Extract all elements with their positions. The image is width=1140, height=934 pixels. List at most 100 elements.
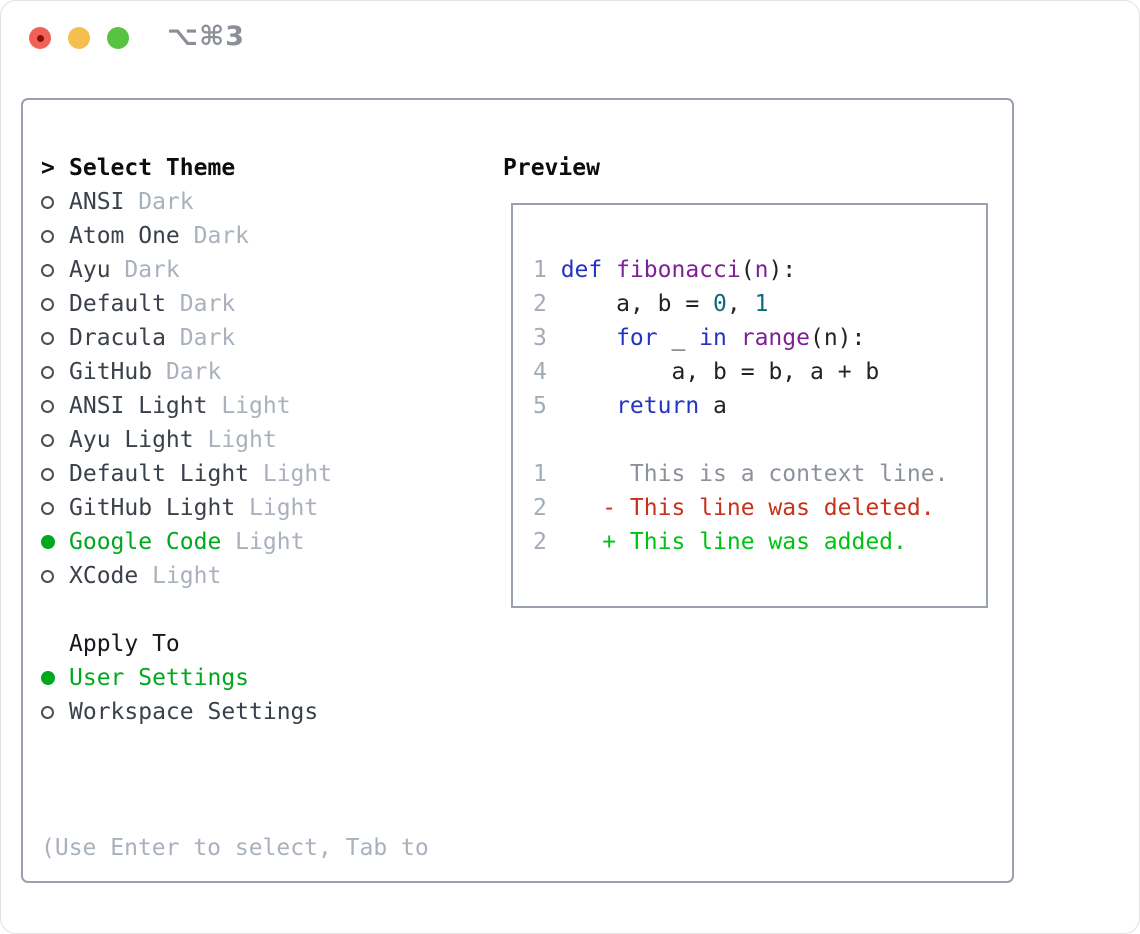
option-theme-github-light[interactable]: GitHub Light Light [41,491,332,525]
hint-text: (Use Enter to select, Tab to change focu… [41,763,429,933]
option-label: Google Code [69,529,222,555]
variant-label: Dark [179,223,250,249]
variant-label: Light [235,495,319,521]
code-line: 5 return a [533,389,948,423]
code-content: a, b = 0, 1 [616,291,769,317]
radio-icon [41,195,69,209]
line-number: 3 [533,325,547,351]
code-content: for _ in range(n): [616,325,866,351]
radio-icon [41,365,69,379]
select-theme-title: Select Theme [69,155,236,181]
option-label: GitHub [69,359,153,385]
option-theme-default-light[interactable]: Default Light Light [41,457,332,491]
minimize-button[interactable] [68,27,90,49]
variant-label: Dark [152,359,222,385]
traffic-lights [29,27,129,49]
preview-title: Preview [503,155,600,181]
variant-label: Dark [110,257,180,283]
diff-line-added: 2 + This line was added. [533,525,948,559]
code-line: 2 a, b = 0, 1 [533,287,948,321]
variant-label: Light [221,529,305,555]
line-number: 4 [533,359,547,385]
diff-lines: 1 This is a context line. 2 - This line w… [533,457,948,559]
code-content: return a [616,393,727,419]
diff-line-deleted: 2 - This line was deleted. [533,491,948,525]
radio-selected-icon [41,671,69,685]
line-number: 1 [533,461,547,487]
close-button[interactable] [29,27,51,49]
radio-icon [41,467,69,481]
diff-content: + This line was added. [560,529,907,555]
diff-content: - This line was deleted. [560,495,935,521]
line-number: 2 [533,495,547,521]
radio-icon [41,297,69,311]
line-number: 5 [533,393,547,419]
option-label: ANSI Light [69,393,208,419]
select-theme-header: > Select Theme [41,151,332,185]
option-label: Dracula [69,325,166,351]
blank-line [533,423,948,457]
radio-icon [41,229,69,243]
hint-line-1: (Use Enter to select, Tab to [41,835,429,861]
radio-icon [41,433,69,447]
code-line: 3 for _ in range(n): [533,321,948,355]
option-label: Ayu Light [69,427,194,453]
window-title: ⌥⌘3 [167,21,245,52]
line-number: 2 [533,529,547,555]
option-theme-atom-one[interactable]: Atom One Dark [41,219,332,253]
apply-to-header: Apply To [41,627,318,661]
option-theme-ansi[interactable]: ANSI Dark [41,185,332,219]
cursor-arrow-icon: > [41,155,55,181]
option-apply-user-settings[interactable]: User Settings [41,661,318,695]
radio-icon [41,331,69,345]
variant-label: Light [207,393,291,419]
option-theme-ansi-light[interactable]: ANSI Light Light [41,389,332,423]
option-label: Ayu [69,257,111,283]
line-number: 2 [533,291,547,317]
radio-icon [41,569,69,583]
option-label: ANSI [69,189,125,215]
maximize-button[interactable] [107,27,129,49]
variant-label: Dark [165,325,236,351]
option-theme-default[interactable]: Default Dark [41,287,332,321]
option-theme-xcode[interactable]: XCode Light [41,559,332,593]
unsaved-dot-icon [36,34,44,42]
option-theme-ayu-light[interactable]: Ayu Light Light [41,423,332,457]
variant-label: Light [193,427,277,453]
option-label: Atom One [69,223,180,249]
option-theme-github[interactable]: GitHub Dark [41,355,332,389]
code-line: 4 a, b = b, a + b [533,355,948,389]
option-theme-google-code[interactable]: Google Code Light [41,525,332,559]
option-theme-ayu[interactable]: Ayu Dark [41,253,332,287]
option-label: GitHub Light [69,495,236,521]
option-label: XCode [69,563,139,589]
radio-icon [41,263,69,277]
code-content: a, b = b, a + b [671,359,880,385]
variant-label: Light [249,461,333,487]
cursor-marker: > [41,155,69,181]
radio-icon [41,399,69,413]
radio-icon [41,501,69,515]
variant-label: Light [138,563,222,589]
option-label: Default Light [69,461,250,487]
option-label: Workspace Settings [69,699,319,725]
apply-to-title: Apply To [69,631,180,657]
option-theme-dracula[interactable]: Dracula Dark [41,321,332,355]
code-content: def fibonacci(n): [560,257,797,283]
diff-content: This is a context line. [560,461,949,487]
option-apply-workspace-settings[interactable]: Workspace Settings [41,695,318,729]
titlebar: ⌥⌘3 [1,1,1139,75]
variant-label: Dark [165,291,236,317]
radio-icon [41,705,69,719]
variant-label: Dark [124,189,194,215]
